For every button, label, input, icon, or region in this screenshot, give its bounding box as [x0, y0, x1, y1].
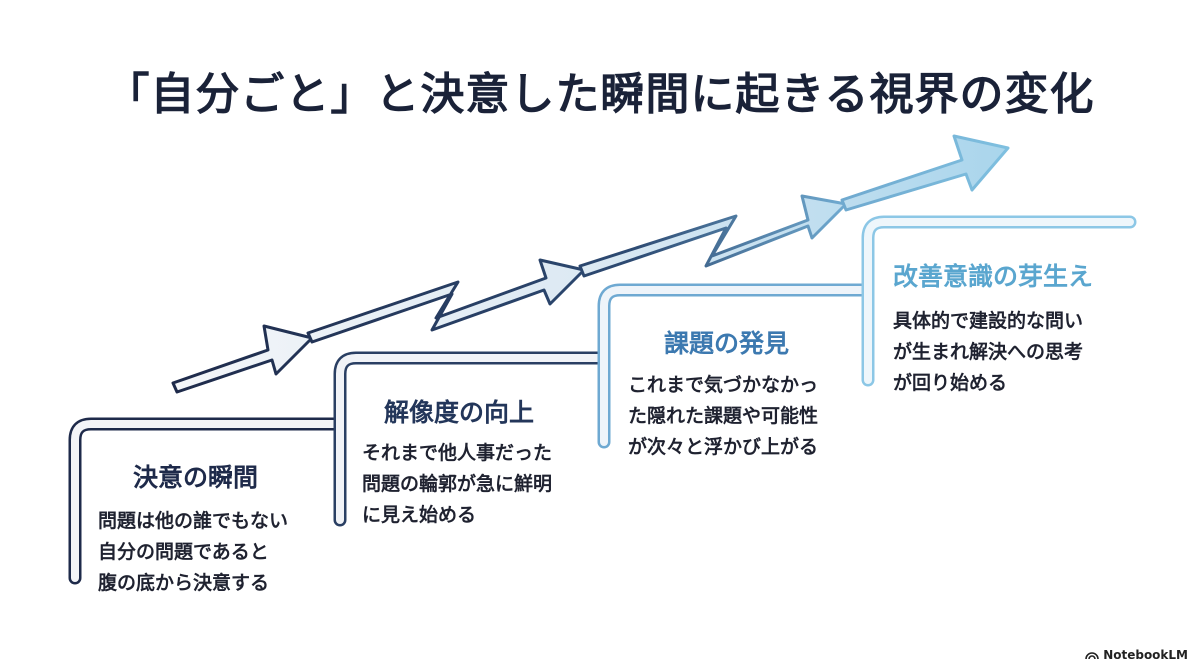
step-3-line: た隠れた課題や可能性 — [628, 405, 819, 427]
brand-label: NotebookLM — [1103, 648, 1188, 662]
step-1-line: 問題は他の誰でもない — [98, 510, 289, 532]
step-1-description: 問題は他の誰でもない 自分の問題であると 腹の底から決意する — [98, 506, 288, 599]
step-2-line: に見え始める — [362, 504, 477, 526]
step-2-title: 解像度の向上 — [384, 398, 535, 427]
growth-arrow — [171, 134, 1010, 394]
step-1-line: 自分の問題であると — [98, 541, 269, 563]
step-2-line: それまで他人事だった — [362, 442, 553, 464]
step-2-description: それまで他人事だった 問題の輪郭が急に鮮明 に見え始める — [362, 438, 552, 531]
step-bar-3 — [597, 283, 871, 449]
step-4-line: が生まれ解決への思考 — [893, 341, 1084, 363]
step-3-description: これまで気づかなかっ た隠れた課題や可能性 が次々と浮かび上がる — [628, 370, 818, 463]
step-2-line: 問題の輪郭が急に鮮明 — [362, 473, 553, 495]
step-4-title: 改善意識の芽生え — [893, 262, 1094, 291]
step-4-line: が回り始める — [893, 372, 1008, 394]
page-title: 「自分ごと」と決意した瞬間に起きる視界の変化 — [105, 69, 1095, 120]
step-4-line: 具体的で建設的な問い — [893, 310, 1084, 332]
step-3-line: これまで気づかなかっ — [628, 374, 819, 396]
brand-mark: NotebookLM — [1085, 648, 1188, 662]
step-1-title: 決意の瞬間 — [133, 463, 259, 492]
step-bar-2 — [333, 351, 607, 527]
step-4-description: 具体的で建設的な問い が生まれ解決への思考 が回り始める — [893, 306, 1083, 399]
step-1-line: 腹の底から決意する — [98, 572, 270, 594]
step-bar-4 — [861, 215, 1137, 387]
step-3-title: 課題の発見 — [664, 329, 790, 358]
step-3-line: が次々と浮かび上がる — [628, 436, 819, 458]
notebooklm-logo-icon — [1085, 652, 1099, 660]
step-bar-1 — [68, 417, 342, 585]
